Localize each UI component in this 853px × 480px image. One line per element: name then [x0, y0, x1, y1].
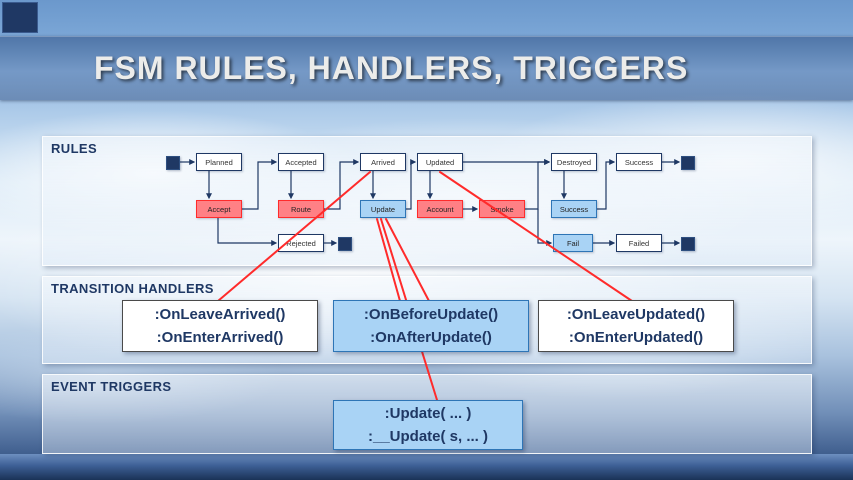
rules-panel-label: RULES — [51, 141, 98, 156]
trigger-box-update: :Update( ... ) :__Update( s, ... ) — [333, 400, 523, 450]
fsm-state-updated: Updated — [417, 153, 463, 171]
transition-handlers-panel-label: TRANSITION HANDLERS — [51, 281, 214, 296]
fsm-action-route: Route — [278, 200, 324, 218]
handler-box-updated: :OnLeaveUpdated() :OnEnterUpdated() — [538, 300, 734, 352]
fsm-action-fail: Fail — [553, 234, 593, 252]
fsm-state-failed: Failed — [616, 234, 662, 252]
fsm-state-planned: Planned — [196, 153, 242, 171]
slide-title: FSM RULES, HANDLERS, TRIGGERS — [94, 50, 689, 86]
fsm-action-smoke: Smoke — [479, 200, 525, 218]
handler-line-onenterarrived: :OnEnterArrived() — [156, 329, 284, 346]
trigger-line-underscore-update: :__Update( s, ... ) — [367, 428, 489, 445]
fsm-action-account: Account — [417, 200, 463, 218]
title-band — [0, 36, 853, 100]
fsm-action-success: Success — [551, 200, 597, 218]
trigger-line-update: :Update( ... ) — [384, 405, 472, 422]
handler-line-onafterupdate: :OnAfterUpdate() — [370, 329, 492, 346]
corner-accent-square — [2, 2, 38, 33]
fsm-state-accepted: Accepted — [278, 153, 324, 171]
fsm-end-marker-success — [681, 156, 695, 170]
fsm-end-marker-failed — [681, 237, 695, 251]
handler-line-onenterupdated: :OnEnterUpdated() — [568, 329, 704, 346]
fsm-end-marker-rejected — [338, 237, 352, 251]
footer-band — [0, 454, 853, 480]
fsm-start-marker — [166, 156, 180, 170]
fsm-action-update: Update — [360, 200, 406, 218]
fsm-action-accept: Accept — [196, 200, 242, 218]
handler-box-arrived: :OnLeaveArrived() :OnEnterArrived() — [122, 300, 318, 352]
handler-line-onbeforeupdate: :OnBeforeUpdate() — [363, 306, 499, 323]
handler-line-onleaveupdated: :OnLeaveUpdated() — [566, 306, 706, 323]
fsm-state-success: Success — [616, 153, 662, 171]
handler-box-update: :OnBeforeUpdate() :OnAfterUpdate() — [333, 300, 529, 352]
handler-line-onleavearrived: :OnLeaveArrived() — [154, 306, 286, 323]
fsm-state-arrived: Arrived — [360, 153, 406, 171]
fsm-state-destroyed: Destroyed — [551, 153, 597, 171]
fsm-state-rejected: Rejected — [278, 234, 324, 252]
event-triggers-panel-label: EVENT TRIGGERS — [51, 379, 172, 394]
